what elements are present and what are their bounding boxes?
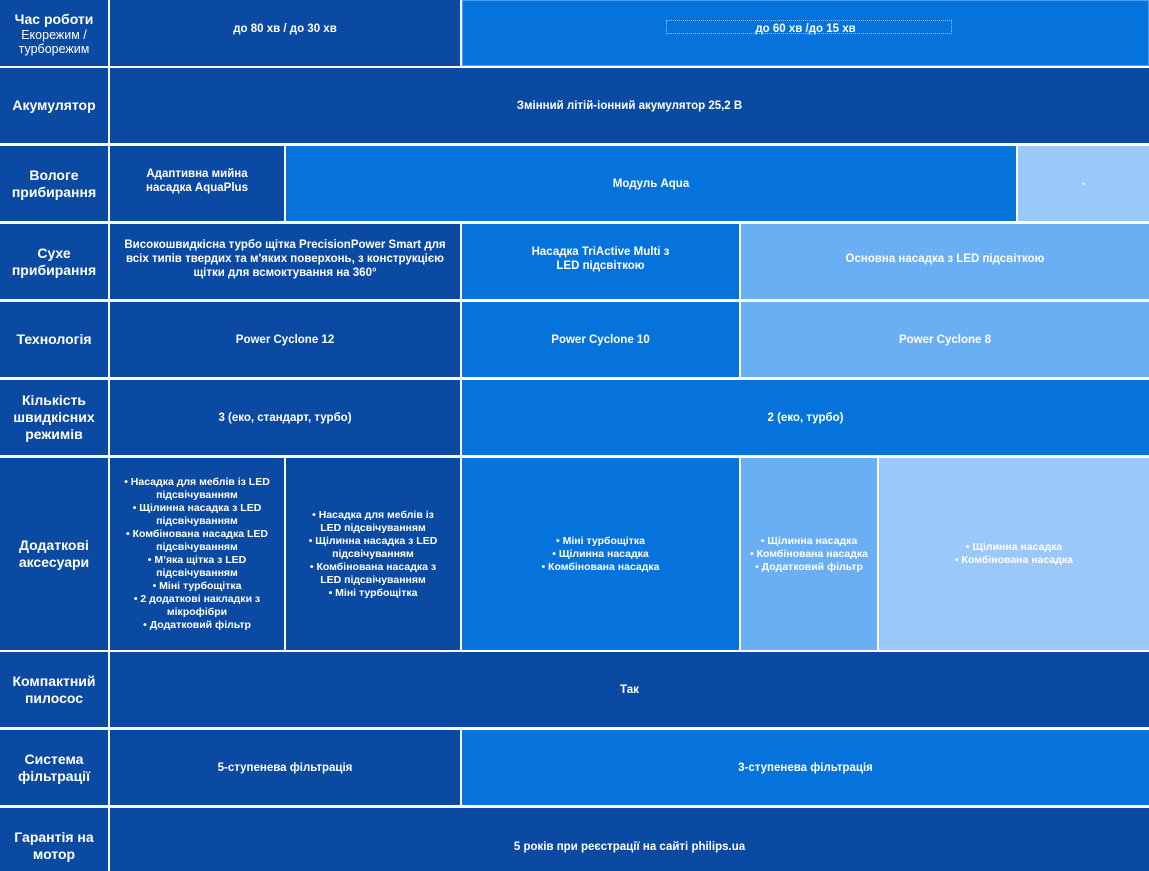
tech-col3: Power Cyclone 8: [741, 302, 1149, 377]
accessories-col1-list: Насадка для меблів із LED підсвічуванням…: [116, 476, 278, 632]
list-item: Щілинна насадка з LED підсвічуванням: [304, 535, 442, 561]
row-label-battery: Акумулятор: [0, 68, 108, 143]
warranty-value: 5 років при реєстрації на сайті philips.…: [110, 808, 1149, 871]
row-label-warranty: Гарантія на мотор: [0, 808, 108, 871]
list-item: Міні турбощітка: [116, 580, 278, 593]
list-item: Комбінована насадка LED підсвічуванням: [116, 528, 278, 554]
accessories-col1: Насадка для меблів із LED підсвічуванням…: [110, 458, 284, 650]
wet-col1: Адаптивна мийна насадка AquaPlus: [110, 146, 284, 221]
list-item: Комбінована насадка: [955, 554, 1073, 567]
wet-col2: Модуль Aqua: [286, 146, 1016, 221]
compact-value: Так: [110, 652, 1149, 727]
row-label-runtime: Час роботи Екорежим / турборежим: [0, 0, 108, 66]
tech-col2: Power Cyclone 10: [462, 302, 739, 377]
filtration-col2: 3-ступенева фільтрація: [462, 730, 1149, 805]
row-label-filtration: Система фільтрації: [0, 730, 108, 805]
runtime-sublabel: Екорежим / турборежим: [18, 27, 90, 56]
row-label-tech: Технологія: [0, 302, 108, 377]
dry-col1: Високошвидкісна турбо щітка PrecisionPow…: [110, 224, 460, 299]
list-item: Насадка для меблів із LED підсвічуванням: [116, 476, 278, 502]
row-label-dry: Сухе прибирання: [0, 224, 108, 299]
list-item: Щілинна насадка: [750, 535, 868, 548]
accessories-col4: Щілинна насадка Комбінована насадка Дода…: [741, 458, 877, 650]
runtime-label: Час роботи: [14, 10, 94, 27]
selection-outline: [666, 20, 952, 34]
accessories-col2-list: Насадка для меблів із LED підсвічуванням…: [304, 509, 442, 600]
list-item: Комбінована насадка: [541, 561, 659, 574]
accessories-col2: Насадка для меблів із LED підсвічуванням…: [286, 458, 460, 650]
list-item: М’яка щітка з LED підсвічуванням: [116, 554, 278, 580]
list-item: Комбінована насадка з LED підсвічуванням: [304, 561, 442, 587]
list-item: Міні турбощітка: [304, 587, 442, 600]
accessories-col3-list: Міні турбощітка Щілинна насадка Комбінов…: [541, 535, 659, 574]
speeds-col1: 3 (еко, стандарт, турбо): [110, 380, 460, 455]
accessories-col5: Щілинна насадка Комбінована насадка: [879, 458, 1149, 650]
row-label-accessories: Додаткові аксесуари: [0, 458, 108, 650]
list-item: Додатковий фільтр: [750, 561, 868, 574]
list-item: Міні турбощітка: [541, 535, 659, 548]
wet-col3: -: [1018, 146, 1149, 221]
speeds-col2: 2 (еко, турбо): [462, 380, 1149, 455]
runtime-col2-text: до 60 хв /до 15 хв: [755, 23, 856, 35]
tech-col1: Power Cyclone 12: [110, 302, 460, 377]
list-item: Додатковий фільтр: [116, 619, 278, 632]
accessories-col3: Міні турбощітка Щілинна насадка Комбінов…: [462, 458, 739, 650]
accessories-col4-list: Щілинна насадка Комбінована насадка Дода…: [750, 535, 868, 574]
list-item: 2 додаткові накладки з мікрофібри: [116, 593, 278, 619]
battery-value: Змінний літій-іонний акумулятор 25,2 В: [110, 68, 1149, 143]
row-label-compact: Компактний пилосос: [0, 652, 108, 727]
accessories-col5-list: Щілинна насадка Комбінована насадка: [955, 541, 1073, 567]
list-item: Комбінована насадка: [750, 548, 868, 561]
list-item: Щілинна насадка з LED підсвічуванням: [116, 502, 278, 528]
list-item: Насадка для меблів із LED підсвічуванням: [304, 509, 442, 535]
row-label-wet: Вологе прибирання: [0, 146, 108, 221]
dry-col3: Основна насадка з LED підсвіткою: [741, 224, 1149, 299]
dry-col2: Насадка TriActive Multi з LED підсвіткою: [462, 224, 739, 299]
list-item: Щілинна насадка: [955, 541, 1073, 554]
row-label-speeds: Кількість швидкісних режимів: [0, 380, 108, 455]
filtration-col1: 5-ступенева фільтрація: [110, 730, 460, 805]
runtime-col1: до 80 хв / до 30 хв: [110, 0, 460, 66]
list-item: Щілинна насадка: [541, 548, 659, 561]
